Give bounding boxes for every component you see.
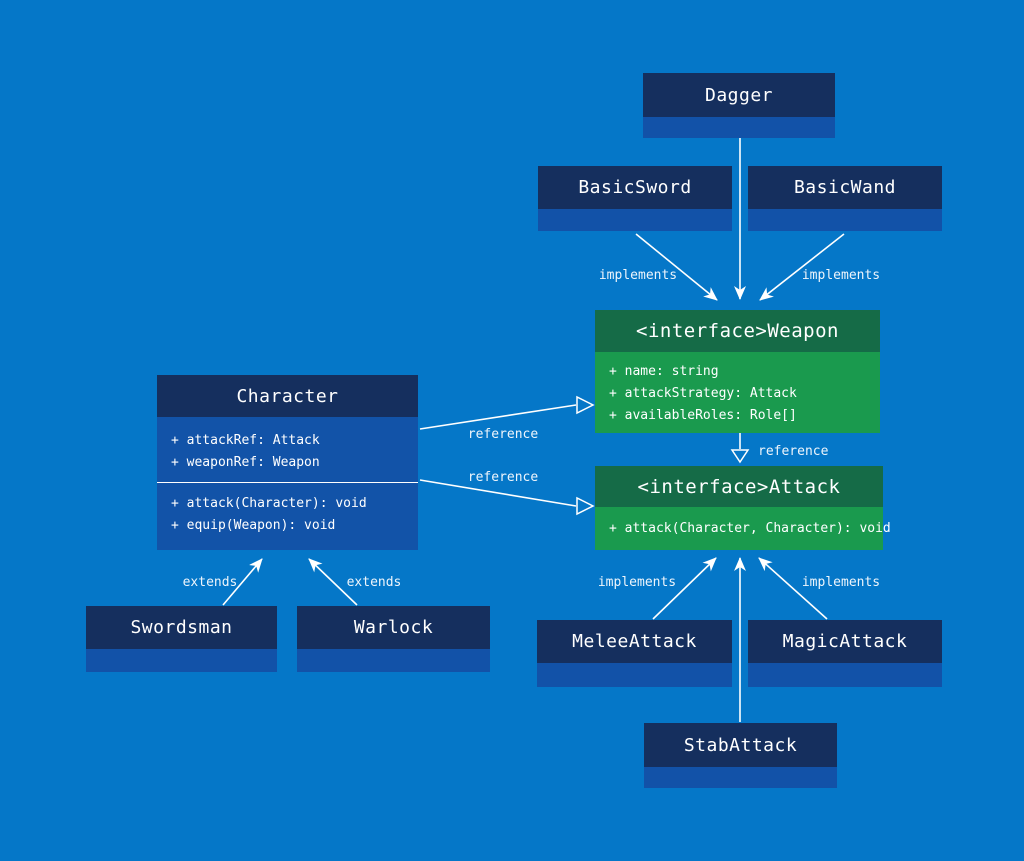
class-body: + attackRef: Attack + weaponRef: Weapon … (157, 417, 418, 537)
class-empty-section (297, 649, 490, 672)
class-attribute: + weaponRef: Weapon (171, 455, 320, 470)
class-empty-section (643, 117, 835, 138)
class-warlock: Warlock (297, 606, 490, 672)
class-title: Warlock (297, 606, 490, 649)
class-title: Dagger (643, 73, 835, 117)
class-empty-section (748, 663, 942, 687)
class-empty-section (86, 649, 277, 672)
interface-title: <interface>Weapon (595, 310, 880, 352)
hollow-arrowhead (576, 395, 595, 415)
implements-label: implements (598, 268, 678, 283)
class-stabattack: StabAttack (644, 723, 837, 788)
interface-member: + name: string (609, 364, 719, 379)
class-method: + equip(Weapon): void (171, 518, 336, 533)
class-basicwand: BasicWand (748, 166, 942, 231)
class-title: StabAttack (644, 723, 837, 767)
class-title: Swordsman (86, 606, 277, 649)
edge-character-reference-attack (419, 479, 577, 507)
interface-attack: <interface>Attack + attack(Character, Ch… (595, 466, 891, 550)
class-title: MeleeAttack (537, 620, 732, 663)
class-empty-section (748, 209, 942, 231)
extends-label: extends (346, 575, 402, 590)
reference-label: reference (467, 427, 539, 442)
member-divider (157, 482, 418, 483)
class-basicsword: BasicSword (538, 166, 732, 231)
interface-body: + name: string + attackStrategy: Attack … (595, 352, 880, 433)
implements-label: implements (801, 268, 881, 283)
class-attribute: + attackRef: Attack (171, 433, 320, 448)
class-empty-section (644, 767, 837, 788)
hollow-arrowhead (576, 496, 595, 516)
class-method: + attack(Character): void (171, 496, 367, 511)
class-character: Character + attackRef: Attack + weaponRe… (157, 375, 418, 550)
class-title: BasicWand (748, 166, 942, 209)
edge-magicattack-implements-attack (758, 557, 828, 620)
reference-label: reference (467, 470, 539, 485)
extends-label: extends (182, 575, 238, 590)
interface-member: + availableRoles: Role[] (609, 408, 797, 423)
hollow-arrowhead (730, 449, 750, 464)
edge-meleeattack-implements-attack (652, 557, 717, 620)
edge-basicwand-implements-weapon (759, 233, 845, 301)
class-empty-section (537, 663, 732, 687)
class-title: MagicAttack (748, 620, 942, 663)
class-swordsman: Swordsman (86, 606, 277, 672)
interface-body: + attack(Character, Character): void (595, 507, 891, 550)
edge-basicsword-implements-weapon (635, 233, 718, 301)
interface-title: <interface>Attack (595, 466, 883, 507)
edge-swordsman-extends-character (222, 558, 263, 606)
interface-member: + attackStrategy: Attack (609, 386, 797, 401)
class-meleeattack: MeleeAttack (537, 620, 732, 687)
edge-character-reference-weapon (419, 404, 577, 430)
implements-label: implements (801, 575, 881, 590)
implements-label: implements (597, 575, 677, 590)
interface-weapon: <interface>Weapon + name: string + attac… (595, 310, 880, 433)
reference-label: reference (758, 444, 829, 459)
class-title: Character (157, 375, 418, 417)
interface-member: + attack(Character, Character): void (609, 520, 891, 536)
class-empty-section (538, 209, 732, 231)
edge-warlock-extends-character (308, 558, 358, 606)
class-dagger: Dagger (643, 73, 835, 138)
class-title: BasicSword (538, 166, 732, 209)
class-magicattack: MagicAttack (748, 620, 942, 687)
